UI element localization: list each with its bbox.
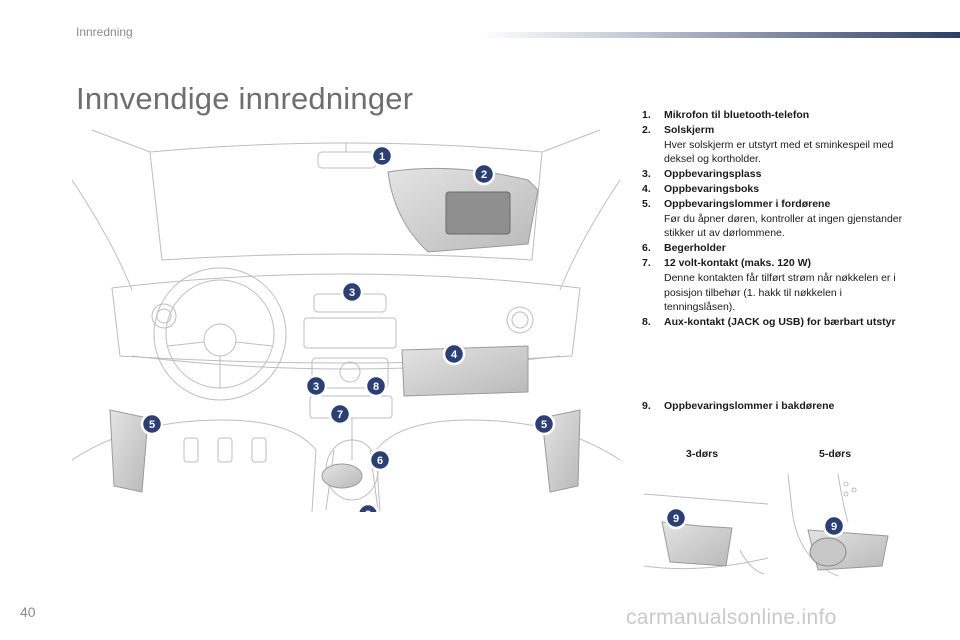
callout-3-middle: 3	[304, 374, 328, 398]
svg-text:5: 5	[149, 419, 155, 431]
callout-5-right: 5	[532, 412, 556, 436]
page-title: Innvendige innredninger	[76, 80, 414, 116]
svg-text:2: 2	[481, 169, 487, 181]
legend-description: Denne kontakten får tilført strøm når nø…	[664, 271, 896, 314]
legend-number: 1.	[642, 109, 651, 121]
callout-9-five-door: 9	[822, 514, 846, 538]
svg-text:3: 3	[349, 287, 355, 299]
svg-text:9: 9	[673, 513, 679, 525]
callout-6: 6	[368, 448, 392, 472]
five-door-label: 5-dørs	[819, 448, 852, 460]
callout-8: 8	[364, 374, 388, 398]
svg-text:3: 3	[365, 509, 371, 512]
svg-text:7: 7	[337, 409, 343, 421]
legend-label: Begerholder	[664, 242, 726, 255]
watermark: carmanualsonline.info	[626, 606, 837, 629]
callout-3-bottom: 3	[356, 502, 380, 512]
legend-number: 4.	[642, 182, 651, 195]
svg-text:8: 8	[373, 381, 379, 393]
legend-description: Hver solskjerm er utstyrt med et sminkes…	[664, 138, 894, 166]
legend-description: Før du åpner døren, kontroller at ingen …	[664, 212, 903, 240]
legend-label: 12 volt-kontakt (maks. 120 W)	[664, 256, 812, 269]
legend-number: 6.	[642, 242, 651, 255]
legend-item-3: 3. Oppbevaringsplass	[642, 167, 912, 182]
five-door-illustration: 9	[787, 473, 889, 577]
svg-text:6: 6	[377, 455, 383, 467]
dashboard-illustration: 1 2 3 4 3 8 7 5 5 6 3	[72, 129, 620, 512]
legend-label: Solskjerm	[664, 123, 715, 136]
legend-label: Oppbevaringslommer i bakdørene	[664, 400, 835, 412]
legend-label: Mikrofon til bluetooth-telefon	[664, 109, 810, 121]
legend-number: 7.	[642, 256, 651, 269]
legend-list: 1. Mikrofon til bluetooth-telefon 2. Sol…	[642, 108, 912, 330]
svg-text:9: 9	[831, 521, 837, 533]
legend-item-1: 1. Mikrofon til bluetooth-telefon	[642, 108, 912, 123]
legend-label: Aux-kontakt (JACK og USB) for bærbart ut…	[664, 316, 896, 329]
legend-number: 5.	[642, 197, 651, 210]
svg-text:3: 3	[313, 381, 319, 393]
svg-text:1: 1	[379, 151, 385, 163]
callout-1: 1	[370, 144, 394, 168]
page-number: 40	[20, 604, 36, 620]
three-door-illustration: 9	[643, 493, 769, 575]
legend-number: 3.	[642, 168, 651, 181]
legend-item-9: 9. Oppbevaringslommer i bakdørene	[642, 400, 834, 412]
legend-item-5: 5. Oppbevaringslommer i fordørene Før du…	[642, 197, 912, 241]
legend-label: Oppbevaringslommer i fordørene	[664, 197, 831, 210]
header-accent-bar	[480, 32, 960, 38]
legend-number: 2.	[642, 123, 651, 136]
svg-text:5: 5	[541, 419, 547, 431]
section-label: Innredning	[76, 25, 133, 39]
callout-7: 7	[328, 402, 352, 426]
svg-text:4: 4	[451, 349, 458, 361]
callout-2: 2	[472, 162, 496, 186]
callout-5-left: 5	[140, 412, 164, 436]
legend-item-7: 7. 12 volt-kontakt (maks. 120 W) Denne k…	[642, 256, 912, 315]
callout-3-top: 3	[340, 280, 364, 304]
legend-item-8: 8. Aux-kontakt (JACK og USB) for bærbart…	[642, 315, 912, 330]
callout-4: 4	[442, 342, 466, 366]
callout-9-three-door: 9	[664, 506, 688, 530]
legend-item-2: 2. Solskjerm Hver solskjerm er utstyrt m…	[642, 123, 912, 167]
legend-number: 9.	[642, 400, 651, 412]
legend-item-4: 4. Oppbevaringsboks	[642, 182, 912, 197]
legend-item-6: 6. Begerholder	[642, 241, 912, 256]
legend-label: Oppbevaringsplass	[664, 168, 762, 181]
legend-number: 8.	[642, 316, 651, 329]
legend-label: Oppbevaringsboks	[664, 182, 760, 195]
three-door-label: 3-dørs	[686, 448, 719, 460]
